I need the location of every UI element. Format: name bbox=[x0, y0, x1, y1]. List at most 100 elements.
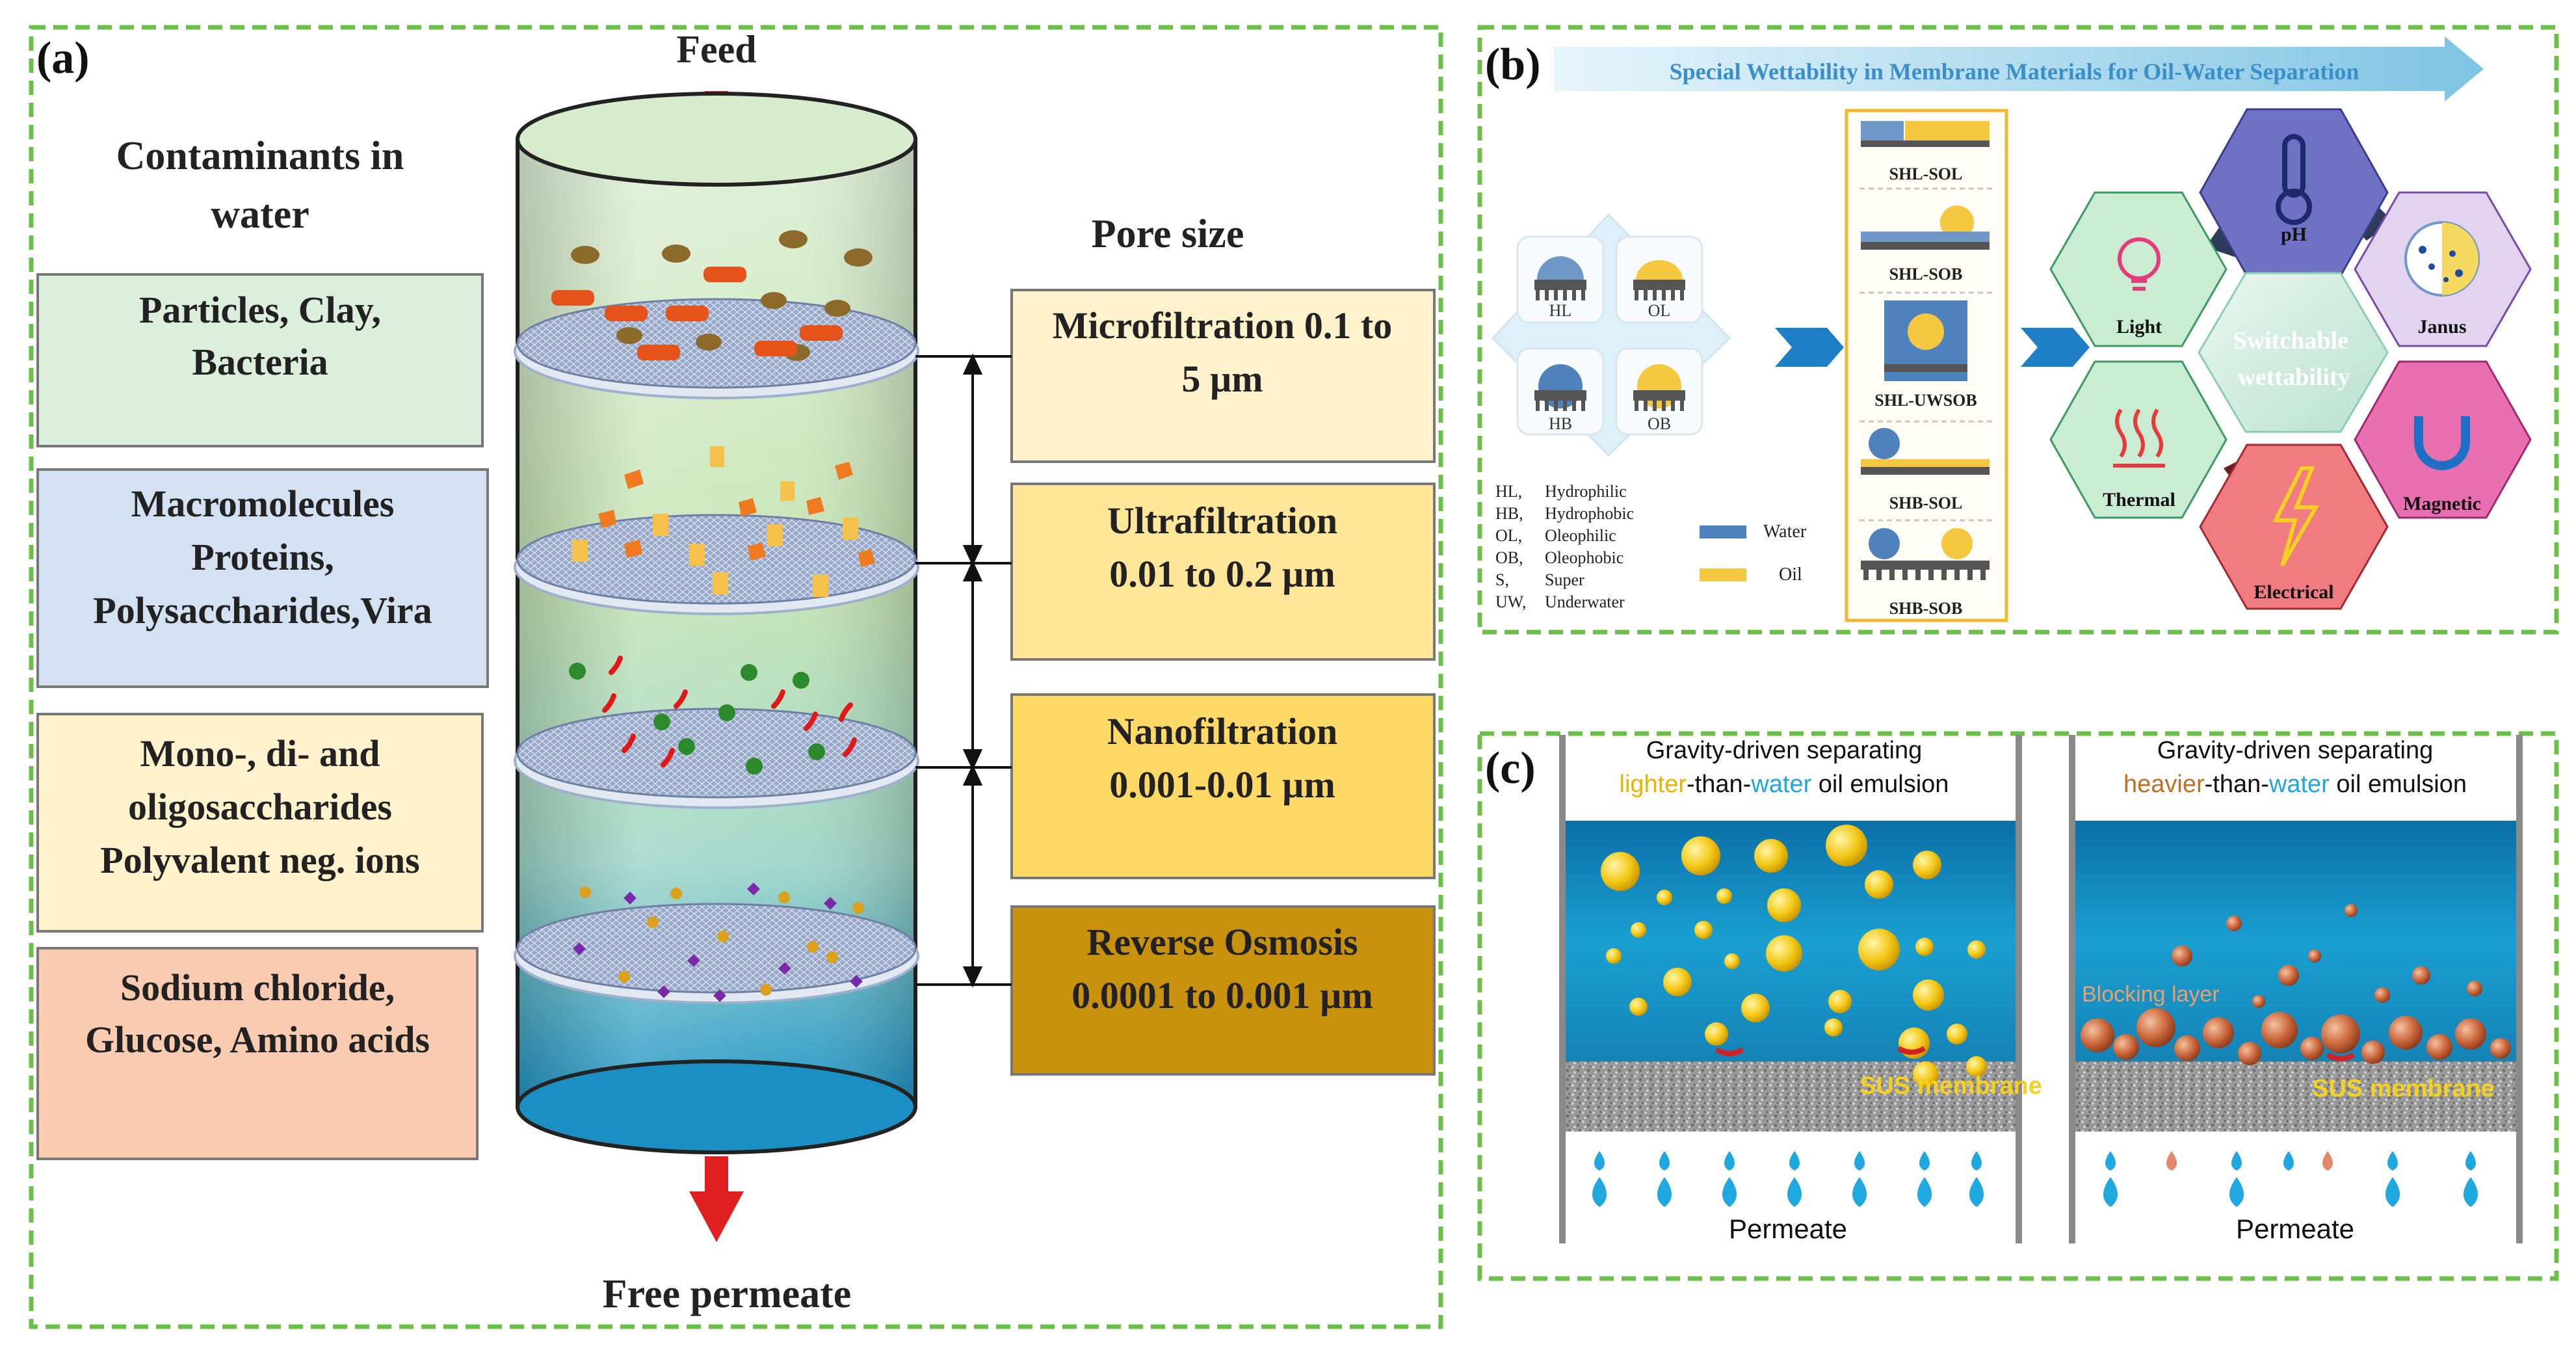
hex-thermal: Thermal bbox=[2049, 360, 2228, 519]
hex-janus-label: Janus bbox=[2417, 316, 2466, 338]
hex-electrical: Electrical bbox=[2199, 444, 2389, 610]
left-title-than: -than- bbox=[1687, 771, 1751, 798]
abbr-hb-full: Hydrophobic bbox=[1545, 504, 1634, 523]
oil-droplets-right bbox=[2081, 904, 2511, 1065]
pore-1-line2: 5 µm bbox=[1181, 358, 1263, 400]
pore-1-line1: Microfiltration 0.1 to bbox=[1053, 304, 1392, 347]
pore-4-line2: 0.0001 to 0.001 µm bbox=[1071, 974, 1373, 1016]
pore-box-4: Reverse Osmosis 0.0001 to 0.001 µm bbox=[1010, 905, 1436, 1076]
left-title-line1: Gravity-driven separating bbox=[1646, 737, 1923, 764]
banner-arrow: Special Wettability in Membrane Material… bbox=[1554, 36, 2484, 101]
state-shl-sol-label: SHL-SOL bbox=[1889, 165, 1963, 183]
panel-b: (b) Special Wettability in Membrane Mate… bbox=[1477, 25, 2559, 635]
chevron-icon bbox=[1775, 328, 1844, 367]
hex-electrical-label: Electrical bbox=[2254, 581, 2333, 603]
pore-size-title: Pore size bbox=[1092, 212, 1244, 256]
contaminant-3-line2: oligosaccharides bbox=[128, 786, 392, 828]
contaminant-3-line1: Mono-, di- and bbox=[140, 732, 380, 775]
feed-label: Feed bbox=[676, 28, 756, 71]
pore-box-2: Ultrafiltration 0.01 to 0.2 µm bbox=[1010, 483, 1436, 661]
panel-a-label: (a) bbox=[36, 33, 90, 83]
right-title-than: -than- bbox=[2205, 771, 2269, 798]
hex-center: Switchable wettability bbox=[2198, 272, 2389, 433]
contaminant-1-line2: Bacteria bbox=[192, 341, 328, 383]
particles-large bbox=[551, 230, 873, 361]
legend-oil: Oil bbox=[1779, 564, 1802, 585]
hex-ph: pH bbox=[2199, 108, 2389, 277]
hex-center-label: Switchable wettability bbox=[2233, 327, 2355, 391]
permeate-label-right: Permeate bbox=[2236, 1214, 2354, 1244]
hex-ph-label: pH bbox=[2281, 224, 2307, 245]
contaminant-box-3: Mono-, di- and oligosaccharides Polyvale… bbox=[36, 713, 484, 933]
hex-light: Light bbox=[2049, 191, 2228, 347]
pore-4-line1: Reverse Osmosis bbox=[1086, 921, 1358, 963]
pore-connectors bbox=[915, 353, 1012, 988]
left-title-line2: lighter-than-water oil emulsion bbox=[1620, 771, 1949, 798]
contaminant-4-line2: Glucose, Amino acids bbox=[85, 1018, 430, 1061]
contaminant-3-line3: Polyvalent neg. ions bbox=[100, 839, 419, 881]
tile-hl-label: HL bbox=[1549, 301, 1572, 320]
abbr-hb: HB, bbox=[1495, 504, 1523, 523]
lightning-icon bbox=[2272, 466, 2320, 567]
abbr-ol: OL, bbox=[1495, 526, 1522, 545]
contaminant-2-line1: Macromolecules bbox=[131, 483, 395, 525]
abbr-uw: UW, bbox=[1495, 592, 1526, 611]
abbr-ob-full: Oleophobic bbox=[1545, 548, 1623, 567]
permeate-drops-left bbox=[1592, 1151, 1984, 1207]
magnet-icon bbox=[2414, 416, 2470, 470]
wettability-label: wettability bbox=[2237, 364, 2350, 391]
particles-medium bbox=[572, 446, 875, 597]
emulsion-lighter-diagram: SUS membrane Gravity-driven separating l… bbox=[1559, 735, 2042, 1244]
panel-c-border bbox=[1477, 731, 2559, 1281]
legend-water: Water bbox=[1763, 522, 1807, 542]
pore-3-line2: 0.001-0.01 µm bbox=[1109, 763, 1335, 806]
stimuli-hexagons: pH Light Switchable wettability bbox=[2049, 108, 2532, 610]
state-shb-sob: SHB-SOB bbox=[1861, 528, 1990, 618]
panel-c: (c) SUS membrane bbox=[1477, 731, 2559, 1281]
membrane-states: SHL-SOL SHL-SOB SHL-UWSOB SHB-SO bbox=[1845, 109, 2008, 622]
pore-box-3: Nanofiltration 0.001-0.01 µm bbox=[1010, 693, 1436, 879]
particles-ions bbox=[573, 883, 864, 1002]
state-shb-sob-label: SHB-SOB bbox=[1889, 599, 1963, 618]
abbr-ob: OB, bbox=[1495, 548, 1523, 567]
free-permeate-label: Free permeate bbox=[603, 1272, 852, 1316]
right-title-line2: heavier-than-water oil emulsion bbox=[2123, 771, 2467, 798]
tile-ol-label: OL bbox=[1648, 301, 1671, 320]
left-title-water: water bbox=[1750, 771, 1811, 798]
contaminant-box-1: Particles, Clay, Bacteria bbox=[36, 273, 484, 447]
panel-b-border bbox=[1477, 25, 2559, 635]
heat-icon bbox=[2113, 408, 2165, 468]
particles-small bbox=[569, 656, 857, 775]
state-shl-uwsob-label: SHL-UWSOB bbox=[1874, 391, 1977, 410]
left-title-oil: oil emulsion bbox=[1811, 771, 1949, 798]
tile-ol: OL bbox=[1615, 235, 1703, 324]
abbr-hl: HL, bbox=[1495, 482, 1522, 501]
permeate-drops-right bbox=[2103, 1151, 2478, 1207]
membrane-disc-3 bbox=[514, 708, 919, 809]
hex-magnetic-label: Magnetic bbox=[2403, 493, 2481, 514]
membrane-label-right: SUS membrane bbox=[2312, 1075, 2495, 1102]
contaminant-box-2: Macromolecules Proteins, Polysaccharides… bbox=[36, 468, 489, 688]
contaminant-2-line3: Polysaccharides,Vira bbox=[93, 589, 432, 631]
switchable-label: Switchable bbox=[2233, 327, 2348, 354]
hex-janus: Janus bbox=[2354, 191, 2532, 347]
panel-a-border bbox=[29, 25, 1443, 1329]
abbr-s: S, bbox=[1495, 570, 1509, 589]
pore-2-line1: Ultrafiltration bbox=[1107, 499, 1337, 542]
panel-a: (a) Feed bbox=[29, 25, 1443, 1329]
left-title-lighter: lighter bbox=[1620, 771, 1687, 798]
thermometer-icon bbox=[2276, 134, 2312, 225]
contaminant-2-line2: Proteins, bbox=[191, 536, 334, 578]
tile-ob: OB bbox=[1615, 347, 1703, 436]
abbr-uw-full: Underwater bbox=[1545, 592, 1625, 611]
tile-ob-label: OB bbox=[1648, 414, 1671, 433]
oil-droplets-left bbox=[1601, 825, 1987, 1087]
wettability-diamond: HL OL HB OB bbox=[1491, 213, 1731, 457]
tile-hl: HL bbox=[1516, 235, 1605, 324]
pore-3-line1: Nanofiltration bbox=[1107, 710, 1337, 752]
right-title-oil: oil emulsion bbox=[2330, 771, 2467, 798]
state-shb-sol-label: SHB-SOL bbox=[1889, 494, 1963, 512]
right-title-heavier: heavier bbox=[2123, 771, 2205, 798]
membrane-label-left: SUS membrane bbox=[1860, 1072, 2042, 1100]
